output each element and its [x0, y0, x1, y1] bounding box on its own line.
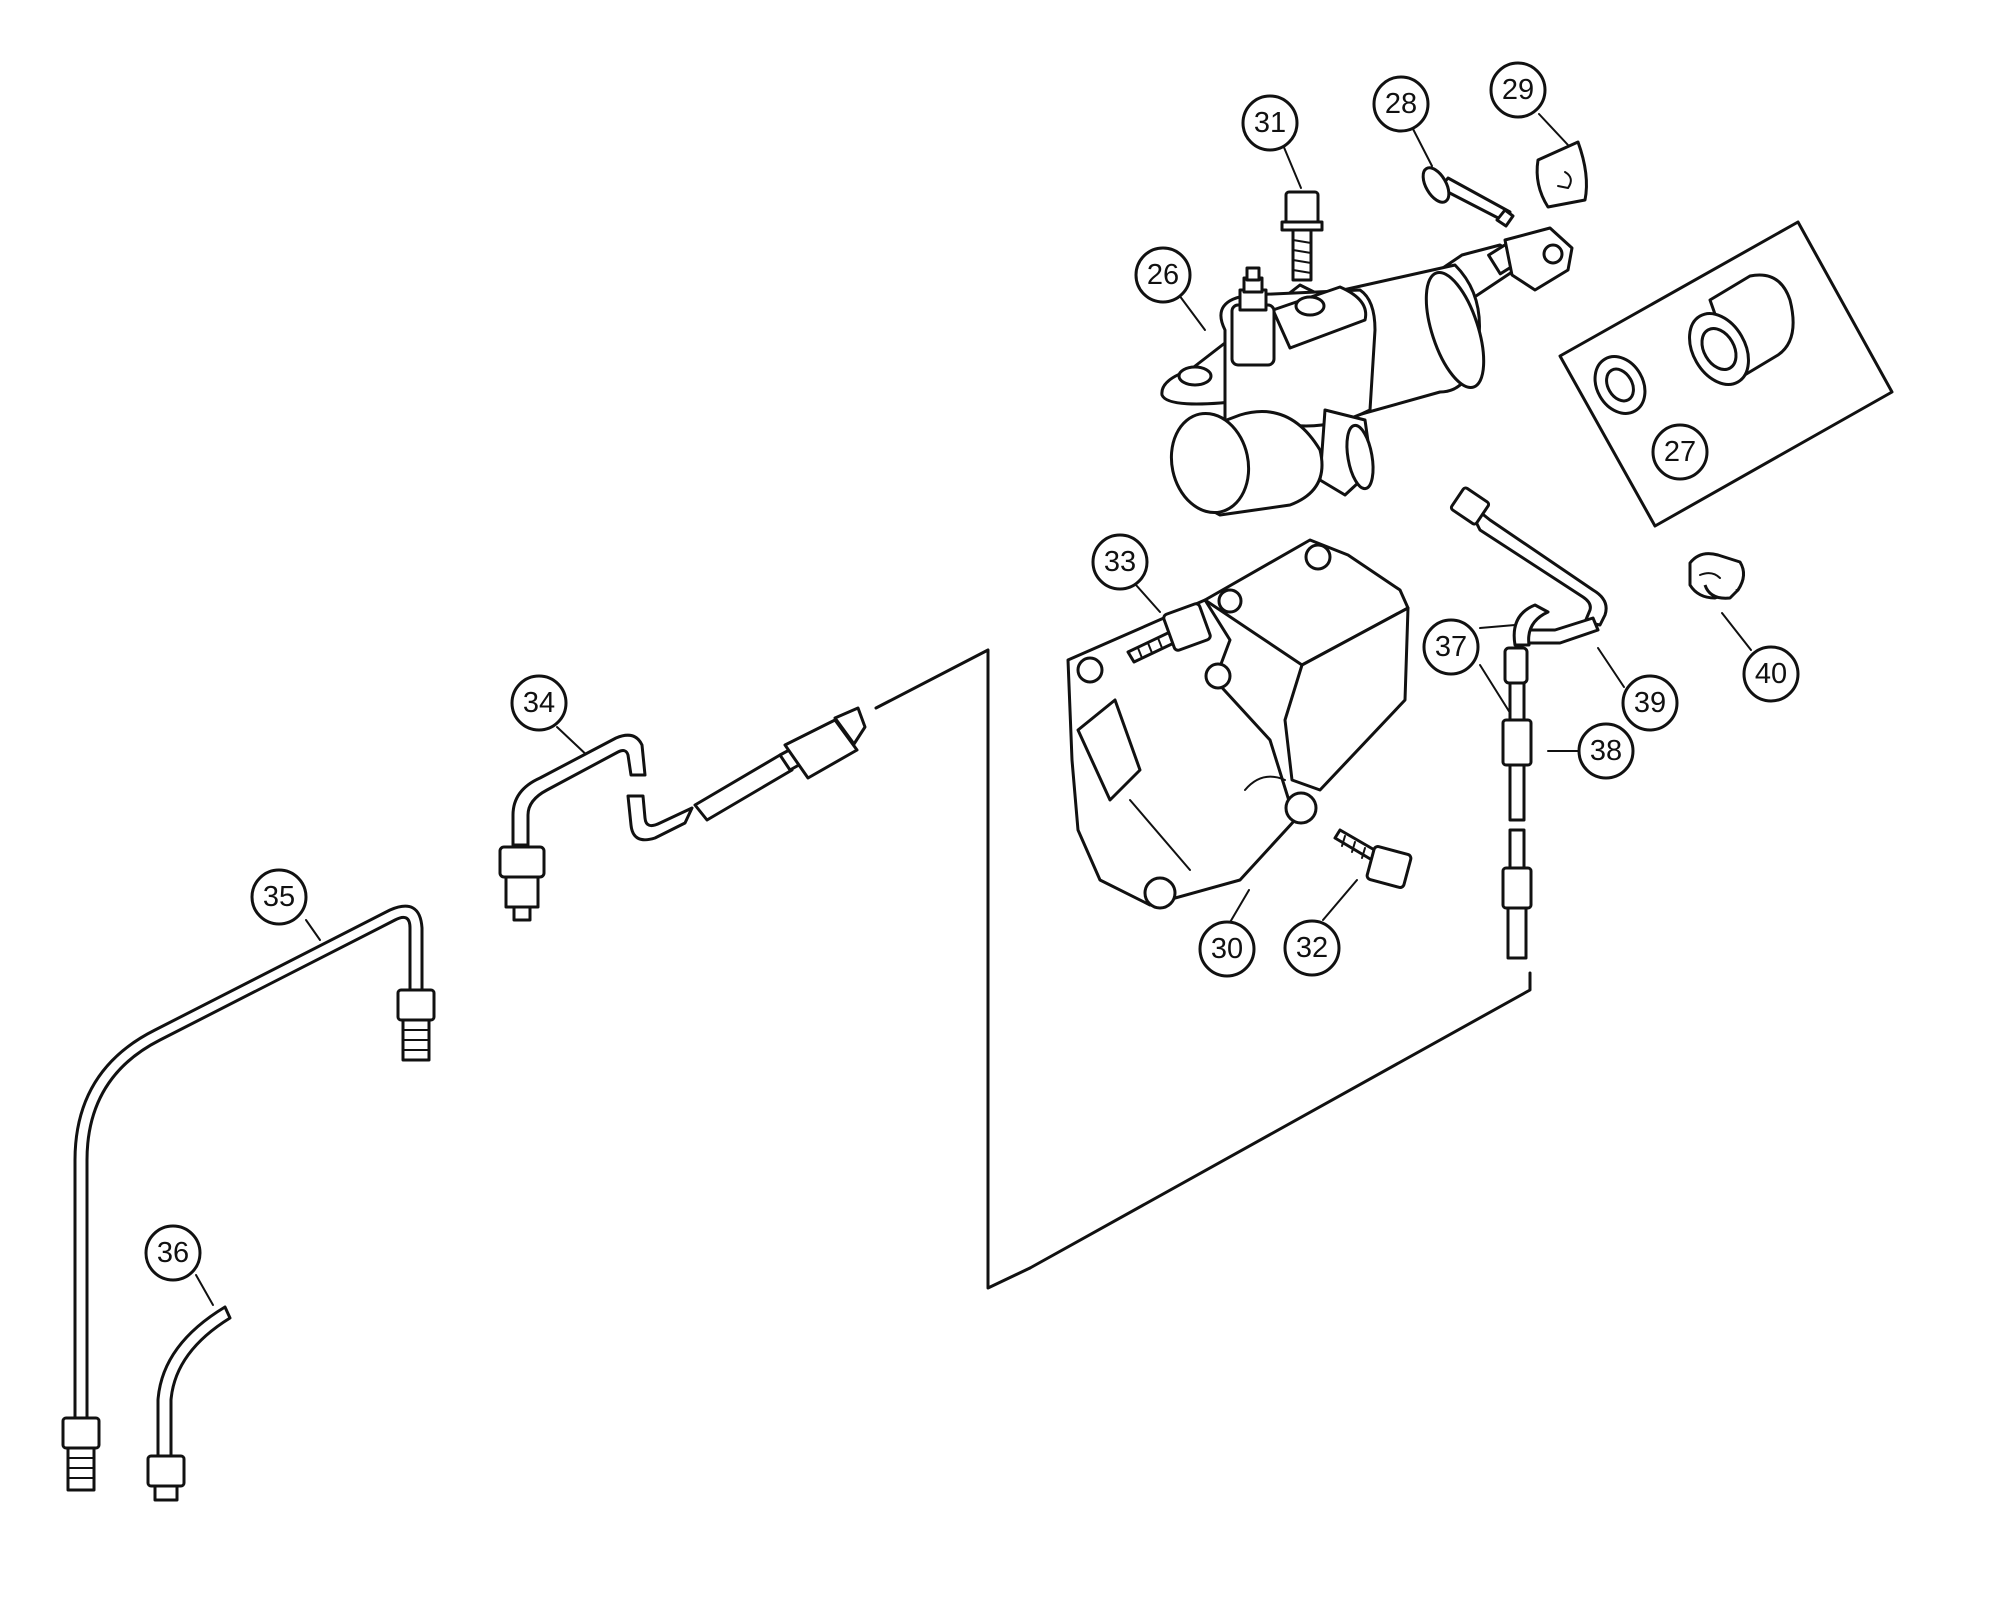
- callout-27: 27: [1651, 423, 1709, 481]
- callout-38-circle: [1577, 722, 1635, 780]
- callout-40-label: 40: [1755, 658, 1787, 690]
- callout-35-circle: [250, 868, 308, 926]
- callout-32-circle: [1283, 919, 1341, 977]
- callout-31-circle: [1241, 94, 1299, 152]
- callout-34-circle: [510, 674, 568, 732]
- callout-37: 37: [1422, 618, 1480, 676]
- callout-34-label: 34: [523, 687, 555, 719]
- callout-28: 28: [1372, 75, 1430, 133]
- callout-36: 36: [144, 1224, 202, 1282]
- callout-27-circle: [1651, 423, 1709, 481]
- part-37-38-hose: [1501, 646, 1533, 960]
- callout-39-label: 39: [1634, 687, 1666, 719]
- callout-29: 29: [1489, 61, 1547, 119]
- part-28-clevis-pin: [1421, 166, 1515, 228]
- callout-40: 40: [1742, 645, 1800, 703]
- part-35-long-pipe: [61, 904, 436, 1492]
- callout-29-circle: [1489, 61, 1547, 119]
- callout-26-label: 26: [1147, 259, 1179, 291]
- part-31-bolt: [1280, 190, 1324, 282]
- callout-40-circle: [1742, 645, 1800, 703]
- callouts: 26 27 28 29 30 31 32 33: [144, 61, 1800, 1282]
- callout-32: 32: [1283, 919, 1341, 977]
- callout-36-circle: [144, 1224, 202, 1282]
- callout-31-label: 31: [1254, 107, 1286, 139]
- callout-36-label: 36: [157, 1237, 189, 1269]
- callout-37-label: 37: [1435, 631, 1467, 663]
- callout-33-circle: [1091, 533, 1149, 591]
- callout-35: 35: [250, 868, 308, 926]
- part-27-repair-kit: [1558, 220, 1894, 528]
- callout-26: 26: [1134, 246, 1192, 304]
- assembly-lines: [874, 648, 1532, 1290]
- callout-39: 39: [1621, 674, 1679, 732]
- callout-30-circle: [1198, 920, 1256, 978]
- callout-33-label: 33: [1104, 546, 1136, 578]
- callout-28-label: 28: [1385, 88, 1417, 120]
- callout-38: 38: [1577, 722, 1635, 780]
- callout-29-label: 29: [1502, 74, 1534, 106]
- part-36-curved-pipe: [146, 1305, 232, 1502]
- part-33-bolt: [1126, 602, 1212, 664]
- callout-27-label: 27: [1664, 436, 1696, 468]
- callout-30-label: 30: [1211, 933, 1243, 965]
- callout-31: 31: [1241, 94, 1299, 152]
- callout-30: 30: [1198, 920, 1256, 978]
- part-32-bolt: [1333, 828, 1413, 889]
- callout-39-circle: [1621, 674, 1679, 732]
- callout-26-circle: [1134, 246, 1192, 304]
- callout-37-circle: [1422, 618, 1480, 676]
- part-40-clip: [1688, 552, 1745, 600]
- callout-32-label: 32: [1296, 932, 1328, 964]
- callout-33: 33: [1091, 533, 1149, 591]
- callout-38-label: 38: [1590, 735, 1622, 767]
- part-30-bracket: [1066, 538, 1410, 910]
- part-29-retaining-clip: [1535, 140, 1588, 209]
- part-39-pipe: [1449, 486, 1608, 647]
- callout-34: 34: [510, 674, 568, 732]
- callout-35-label: 35: [263, 881, 295, 913]
- callout-28-circle: [1372, 75, 1430, 133]
- part-34-pipe: [498, 706, 867, 922]
- part-26-slave-cylinder: [1160, 226, 1574, 517]
